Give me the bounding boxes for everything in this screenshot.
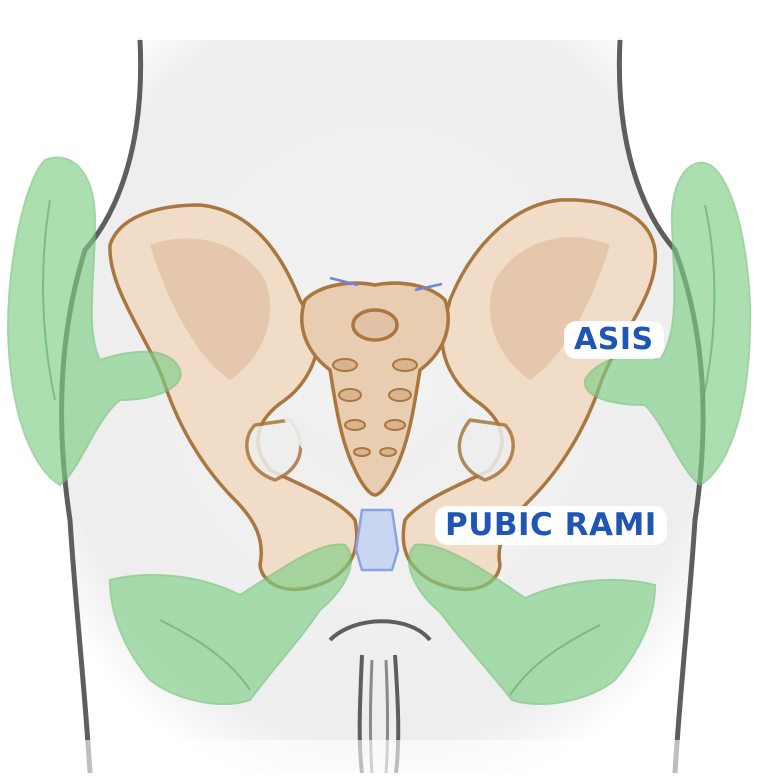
pubic-rami-label: PUBIC RAMI (437, 508, 665, 543)
asis-label: ASIS (566, 323, 662, 357)
pubic-symphysis (356, 510, 398, 570)
